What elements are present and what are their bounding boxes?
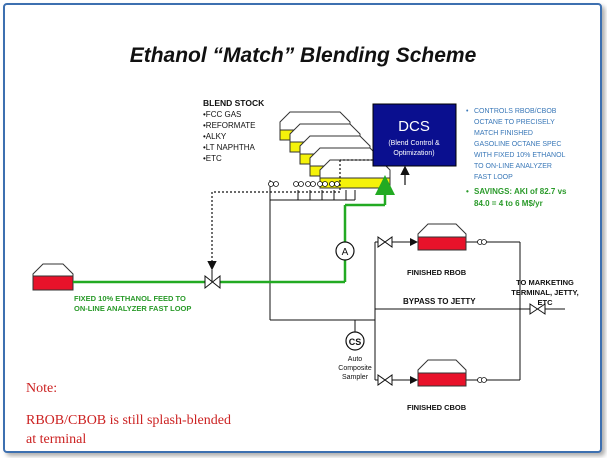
blend-stock-item: •FCC GAS [203, 110, 241, 119]
note-label: Note: [26, 381, 57, 396]
ethanol-feed-line2: ON-LINE ANALYZER FAST LOOP [74, 304, 191, 313]
cbob-tank [417, 359, 467, 387]
sampler-line3: Sampler [342, 374, 369, 381]
ethanol-control-valve [204, 270, 221, 290]
controls-line: CONTROLS RBOB/CBOB [474, 108, 557, 115]
frame-border [3, 3, 602, 453]
rbob-valve [377, 236, 393, 248]
controls-line: GASOLINE OCTANE SPEC [474, 141, 561, 148]
marketing-line2: TERMINAL, JETTY, [511, 288, 579, 297]
blend-stock-valves [268, 181, 340, 187]
blend-stock-item: •ETC [203, 154, 222, 163]
blend-stock-item: •LT NAPHTHA [203, 143, 256, 152]
cbob-valve [377, 374, 393, 386]
controls-note: • CONTROLS RBOB/CBOB OCTANE TO PRECISELY… [466, 108, 566, 181]
controls-line: WITH FIXED 10% ETHANOL [474, 152, 566, 159]
marketing-line3: ETC [538, 298, 554, 307]
savings-note: • SAVINGS: AKI of 82.7 vs 84.0 = 4 to 6 … [466, 187, 567, 208]
controls-line: MATCH FINISHED [474, 130, 533, 137]
blend-stock-heading: BLEND STOCK [203, 98, 265, 108]
analyzer-symbol: A [342, 247, 349, 258]
dcs-control-signal [207, 159, 373, 271]
dcs-label: DCS [398, 118, 430, 135]
note-line2: at terminal [26, 432, 86, 447]
ethanol-flow-line [73, 175, 395, 284]
blend-stock-list: BLEND STOCK •FCC GAS •REFORMATE •ALKY •L… [203, 98, 265, 163]
blend-stock-piping [269, 180, 356, 320]
controls-line: OCTANE TO PRECISELY [474, 119, 555, 126]
cbob-outlet-valve-2 [481, 377, 487, 383]
ethanol-tank [32, 263, 74, 291]
marketing-valve [529, 303, 546, 315]
rbob-outlet-valve-2 [481, 239, 487, 245]
savings-line1: SAVINGS: AKI of 82.7 vs [474, 187, 567, 196]
controls-line: TO ON-LINE ANALYZER [474, 163, 552, 170]
controls-line: FAST LOOP [474, 174, 513, 181]
controls-bullet: • [466, 108, 469, 115]
dcs-sub-line2: Optimization) [393, 150, 434, 157]
rbob-tank [417, 223, 467, 251]
composite-sampler: CS Auto Composite Sampler [338, 331, 372, 381]
sampler-symbol: CS [349, 337, 362, 347]
sampler-line2: Composite [338, 365, 372, 372]
savings-bullet: • [466, 187, 469, 196]
blend-stock-item: •ALKY [203, 132, 227, 141]
analyzer: A [335, 241, 355, 261]
dcs-sub-line1: (Blend Control & [388, 140, 440, 147]
marketing-line1: TO MARKETING [516, 278, 574, 287]
note-line1: RBOB/CBOB is still splash-blended [26, 413, 231, 428]
savings-line2: 84.0 = 4 to 6 M$/yr [474, 199, 543, 208]
sampler-line1: Auto [348, 356, 363, 363]
blend-stock-item: •REFORMATE [203, 121, 255, 130]
bypass-label: BYPASS TO JETTY [403, 297, 476, 306]
page-title: Ethanol “Match” Blending Scheme [130, 44, 477, 67]
finished-rbob-label: FINISHED RBOB [407, 268, 467, 277]
finished-cbob-label: FINISHED CBOB [407, 403, 467, 412]
ethanol-feed-line1: FIXED 10% ETHANOL FEED TO [74, 294, 186, 303]
main-piping [270, 238, 565, 384]
dcs-box: DCS (Blend Control & Optimization) [372, 103, 457, 167]
